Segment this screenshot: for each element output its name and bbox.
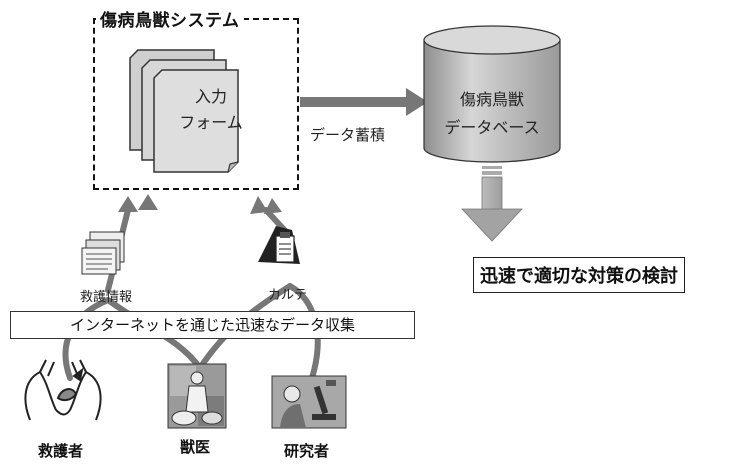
store-arrow (300, 88, 428, 116)
database-cylinder (423, 25, 561, 163)
researcher-label: 研究者 (284, 442, 330, 460)
conclusion-box: 迅速で適切な対策の検討 (473, 257, 685, 293)
down-arrow (461, 166, 523, 242)
input-form-label: 入力 フォーム (168, 84, 254, 136)
database-label: 傷病鳥獣 データベース (424, 86, 560, 142)
vet-label: 獣医 (180, 438, 211, 456)
rescue-info-icon (81, 231, 125, 275)
database-label-line2: データベース (444, 118, 540, 137)
rescue-info-label: 救護情報 (80, 290, 133, 305)
data-store-label: データ蓄積 (310, 126, 386, 144)
up-arrows-left (118, 194, 158, 212)
vet-illustration (167, 363, 227, 429)
input-form-label-line1: 入力 (194, 87, 227, 106)
chart-label: カルテ (268, 288, 308, 303)
rescuer-hands-icon (24, 359, 102, 421)
input-form-label-line2: フォーム (179, 113, 243, 132)
input-form-stack (129, 49, 239, 173)
database-label-line1: 傷病鳥獣 (459, 90, 524, 109)
collection-banner: インターネットを通じた迅速なデータ収集 (10, 311, 415, 339)
rescuer-label: 救護者 (38, 442, 84, 460)
up-arrows-right (250, 196, 282, 214)
researcher-illustration (271, 375, 347, 429)
clipboard-icon (258, 226, 300, 264)
system-title: 傷病鳥獣システム (96, 6, 244, 31)
